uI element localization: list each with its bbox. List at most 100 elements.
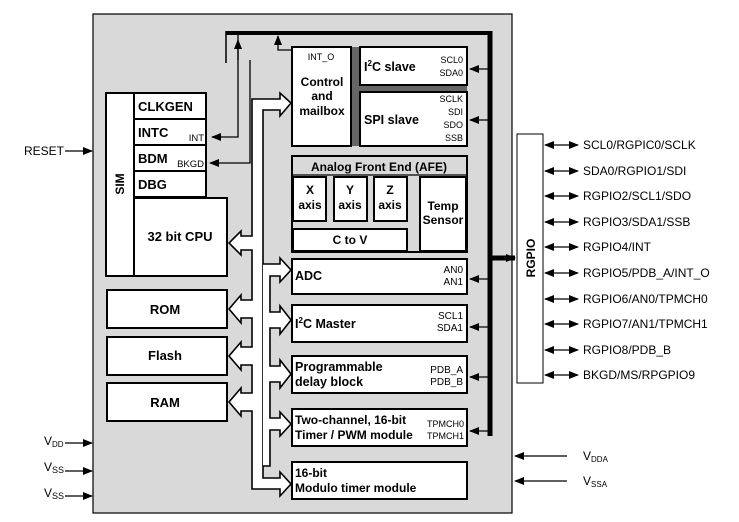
mtim-block[interactable]: 16-bit Modulo timer module: [291, 461, 468, 500]
x-axis-label-2: axis: [298, 198, 322, 212]
gpio-pin-label: BKGD/MS/RPGPIO9: [583, 368, 695, 382]
reset-pin[interactable]: RESET: [24, 144, 93, 158]
sim-block[interactable]: SIM: [105, 92, 135, 277]
gpio-pin-row[interactable]: RGPIO6/AN0/TPMCH0: [544, 292, 708, 306]
sim-sub-bdm[interactable]: BDM BKGD: [133, 144, 207, 172]
clkgen-label: CLKGEN: [138, 99, 193, 114]
afe-temp-sensor[interactable]: Temp Sensor: [419, 176, 467, 252]
adc-label: ADC: [295, 269, 322, 283]
sim-sub-dbg[interactable]: DBG: [133, 170, 207, 198]
gpio-pin-label: RGPIO7/AN1/TPMCH1: [583, 317, 708, 331]
afe-z-axis[interactable]: Z axis: [373, 176, 408, 222]
ssb-pin-label: SSB: [445, 133, 463, 143]
sdi-pin-label: SDI: [448, 107, 463, 117]
sim-sub-intc[interactable]: INTC INT: [133, 118, 207, 146]
i2c-slave-label: I2C slave: [364, 59, 416, 74]
int-connection: [211, 33, 242, 141]
gpio-pin-row[interactable]: SDA0/RGPIO1/SDI: [544, 164, 686, 178]
control-label-3: mailbox: [299, 104, 345, 118]
gpio-pin-label: RGPIO2/SCL1/SDO: [583, 189, 691, 203]
gpio-pin-row[interactable]: RGPIO2/SCL1/SDO: [544, 189, 691, 203]
vssa-label: VSSA: [583, 474, 608, 489]
spi-slave-block[interactable]: SPI slave SCLK SDI SDO SSB: [359, 91, 468, 147]
gpio-pin-row[interactable]: RGPIO7/AN1/TPMCH1: [544, 317, 708, 331]
vssa-pin[interactable]: VSSA: [514, 474, 608, 489]
gpio-pin-label: RGPIO4/INT: [583, 240, 652, 254]
gpio-pin-label: RGPIO6/AN0/TPMCH0: [583, 292, 708, 306]
pdb-b-pin-label: PDB_B: [430, 377, 463, 388]
int-pin-label: INT: [189, 133, 205, 144]
an1-pin-label: AN1: [444, 277, 464, 288]
ram-label: RAM: [150, 395, 180, 410]
tpmch1-pin-label: TPMCH1: [427, 431, 464, 441]
rom-label: ROM: [150, 302, 180, 317]
flash-label: Flash: [148, 348, 182, 363]
gpio-pin-row[interactable]: SCL0/RGPIC0/SCLK: [544, 138, 696, 152]
temp-label-2: Sensor: [423, 213, 464, 227]
vdda-label: VDDA: [583, 449, 609, 464]
sclk-pin-label: SCLK: [439, 94, 463, 104]
vdd-pin[interactable]: VDD: [44, 434, 93, 449]
gpio-pin-label: SCL0/RGPIC0/SCLK: [583, 138, 696, 152]
gpio-pin-label: RGPIO8/PDB_B: [583, 343, 671, 357]
sda0-pin-label: SDA0: [439, 68, 463, 78]
y-axis-label-2: axis: [338, 198, 362, 212]
flash-block[interactable]: Flash: [106, 336, 228, 376]
cpu-block[interactable]: 32 bit CPU: [133, 197, 228, 277]
pdb-a-pin-label: PDB_A: [430, 365, 463, 376]
control-label-2: and: [311, 89, 332, 103]
ram-block[interactable]: RAM: [106, 382, 228, 422]
vss-pin-1[interactable]: VSS: [44, 460, 93, 475]
z-axis-label-1: Z: [386, 183, 393, 197]
gpio-pin-row[interactable]: RGPIO5/PDB_A/INT_O: [544, 266, 710, 280]
temp-label-1: Temp: [427, 199, 458, 213]
tpm-label-1: Two-channel, 16-bit: [295, 413, 406, 427]
afe-title: Analog Front End (AFE): [311, 160, 447, 174]
afe-y-axis[interactable]: Y axis: [333, 176, 368, 222]
rgpio-label: RGPIO: [524, 239, 538, 278]
vdd-label: VDD: [44, 434, 64, 449]
sim-sub-clkgen[interactable]: CLKGEN: [133, 92, 207, 120]
control-mailbox-block[interactable]: INT_O Control and mailbox: [291, 46, 352, 147]
slave-bus: [352, 47, 359, 146]
gpio-pin-row[interactable]: RGPIO8/PDB_B: [544, 343, 671, 357]
i2c-slave-block[interactable]: I2C slave SCL0 SDA0: [359, 46, 468, 86]
rgpio-block[interactable]: RGPIO: [516, 133, 544, 384]
vss-pin-2[interactable]: VSS: [44, 486, 93, 501]
mtim-label-1: 16-bit: [295, 466, 327, 480]
gpio-pin-row[interactable]: RGPIO3/SDA1/SSB: [544, 215, 690, 229]
gpio-pin-row[interactable]: BKGD/MS/RPGPIO9: [544, 368, 695, 382]
sim-label: SIM: [113, 173, 127, 194]
afe-c-to-v[interactable]: C to V: [292, 228, 408, 252]
scl1-pin-label: SCL1: [438, 311, 463, 322]
z-axis-label-2: axis: [378, 198, 402, 212]
slave-bus-divider: [359, 86, 467, 91]
i2c-master-block[interactable]: I2C Master SCL1 SDA1: [291, 304, 468, 343]
tpm-block[interactable]: Two-channel, 16-bit Timer / PWM module T…: [291, 408, 468, 447]
adc-block[interactable]: ADC AN0 AN1: [291, 258, 468, 295]
vdda-pin[interactable]: VDDA: [514, 449, 609, 464]
pdb-block[interactable]: Programmable delay block PDB_A PDB_B: [291, 355, 468, 394]
i2c-master-label: I2C Master: [295, 316, 356, 331]
gpio-pin-label: SDA0/RGPIO1/SDI: [583, 164, 686, 178]
reset-label: RESET: [24, 144, 65, 158]
rom-block[interactable]: ROM: [106, 289, 228, 329]
gpio-pin-row[interactable]: RGPIO4/INT: [544, 240, 652, 254]
scl0-pin-label: SCL0: [440, 55, 463, 65]
tpmch0-pin-label: TPMCH0: [427, 419, 464, 429]
cpu-label: 32 bit CPU: [147, 229, 212, 244]
bkgd-pin-label: BKGD: [177, 159, 204, 170]
y-axis-label-1: Y: [346, 183, 354, 197]
sda1-pin-label: SDA1: [437, 323, 464, 334]
intc-label: INTC: [138, 125, 169, 140]
right-pin-list: SCL0/RGPIC0/SCLK SDA0/RGPIO1/SDI RGPIO2/SC…: [544, 138, 710, 382]
tpm-label-2: Timer / PWM module: [295, 428, 413, 442]
c-to-v-label: C to V: [333, 233, 368, 247]
gpio-pin-label: RGPIO5/PDB_A/INT_O: [583, 266, 710, 280]
afe-x-axis[interactable]: X axis: [292, 176, 327, 222]
bdm-label: BDM: [138, 151, 168, 166]
pdb-label-2: delay block: [295, 375, 363, 389]
vss-label-2: VSS: [44, 486, 64, 501]
x-axis-label-1: X: [306, 183, 314, 197]
control-label-1: Control: [301, 75, 344, 89]
